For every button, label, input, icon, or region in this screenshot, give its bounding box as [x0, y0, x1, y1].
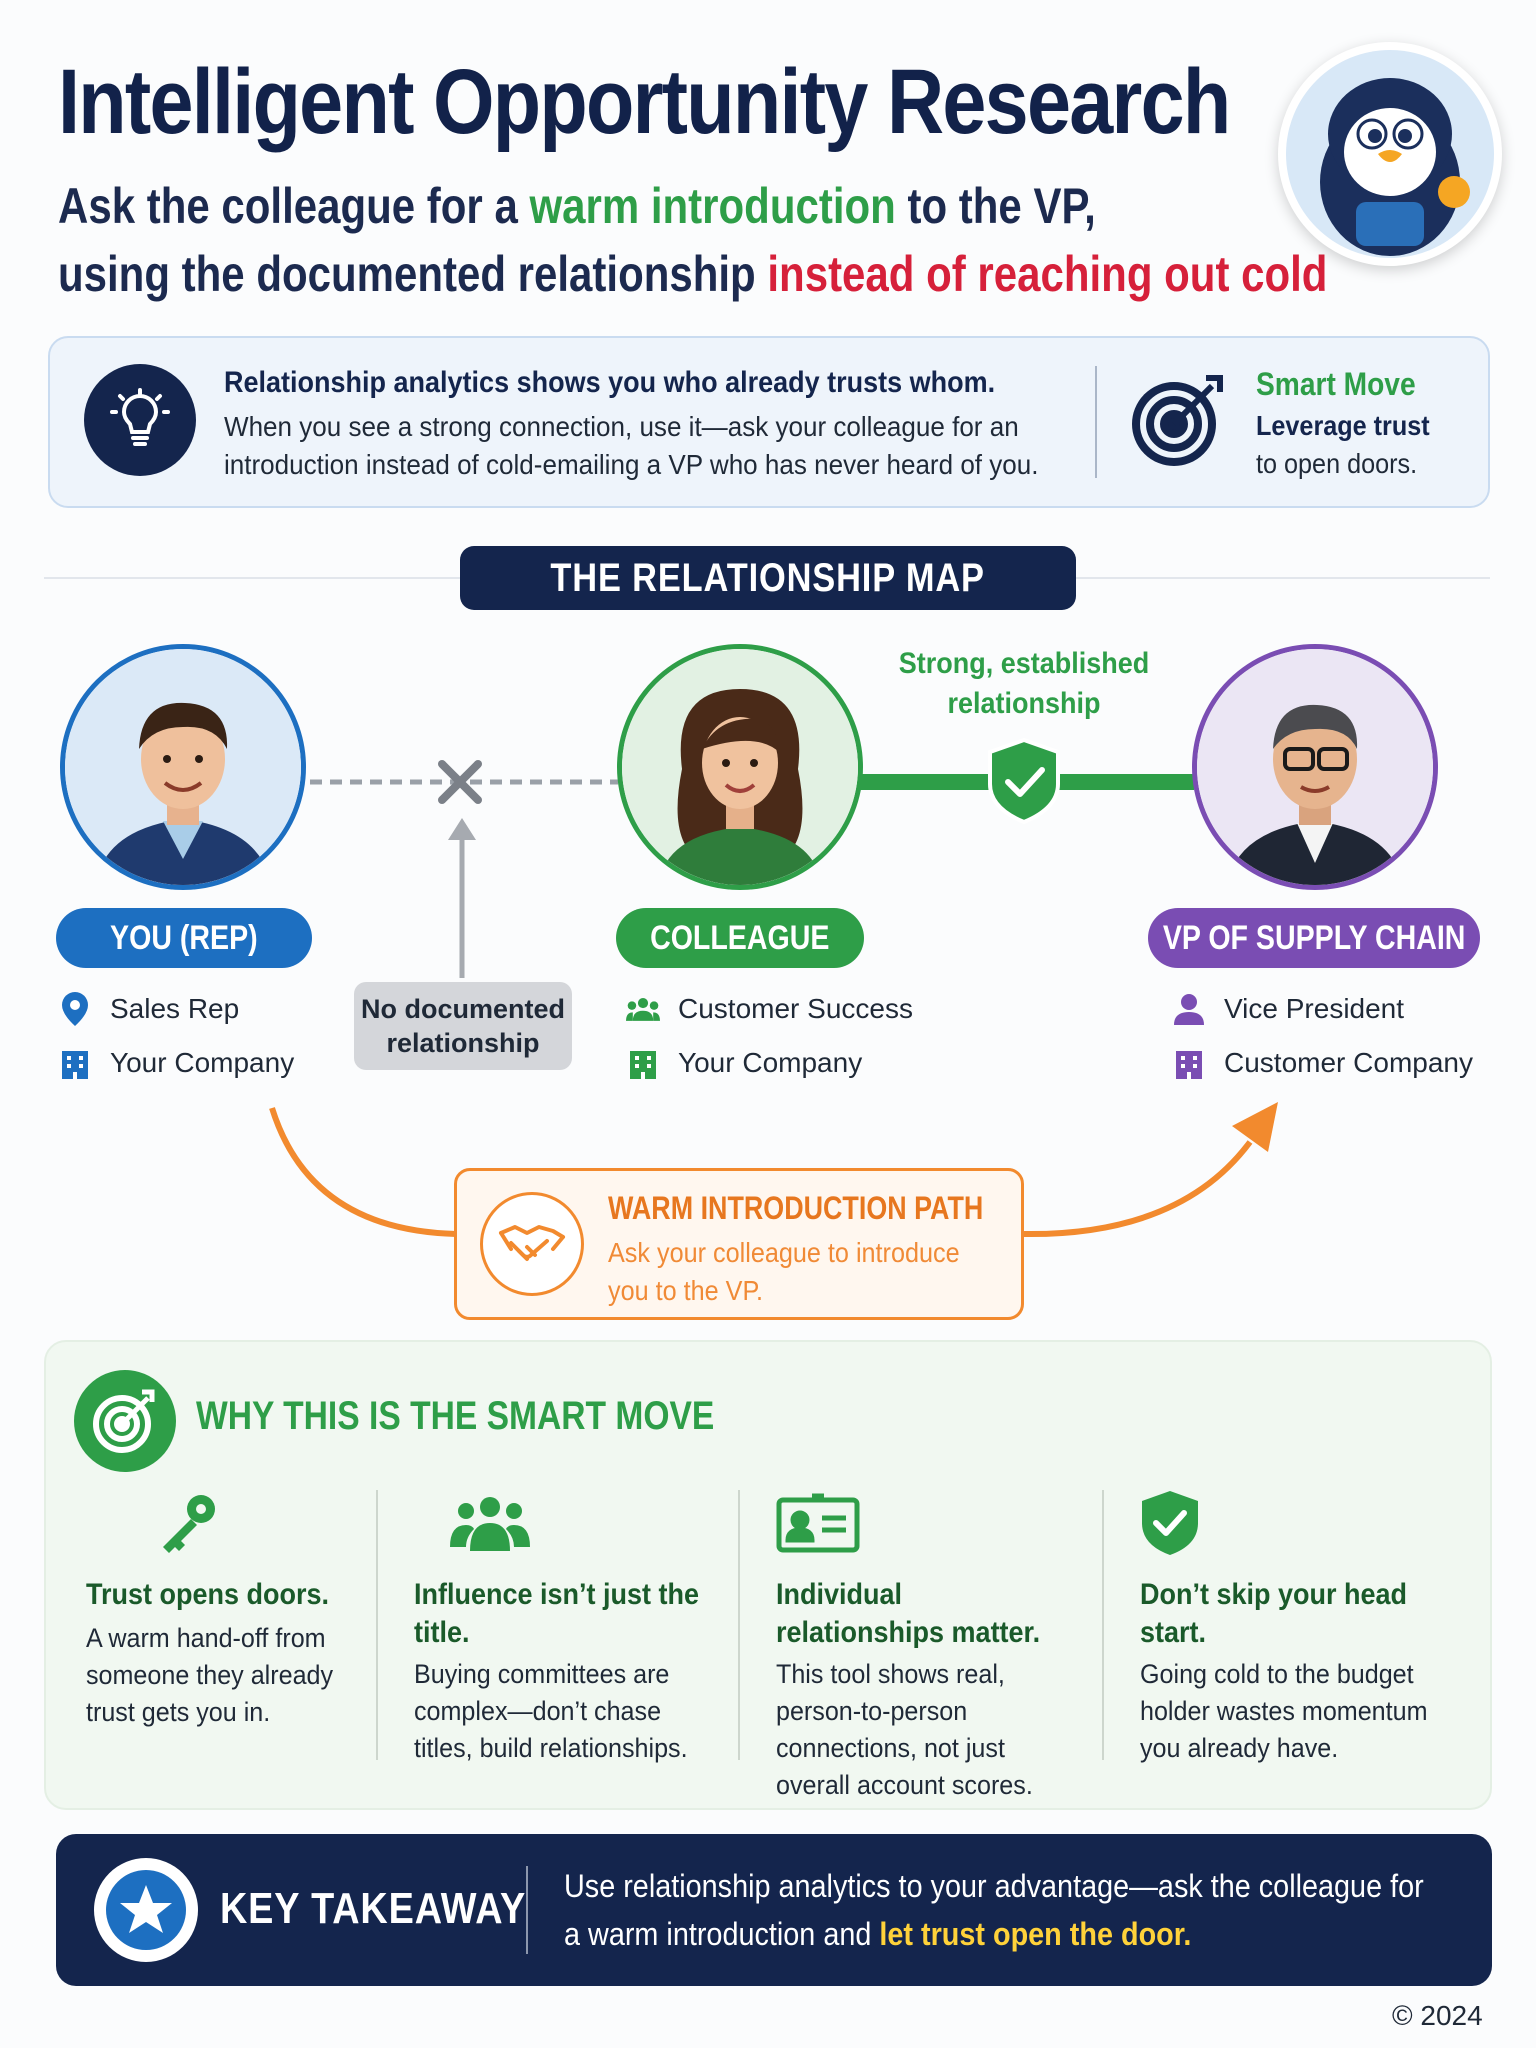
why-text: This tool shows real, person-to-person c…	[776, 1659, 1033, 1800]
detail-text: Vice President	[1224, 993, 1405, 1024]
x-mark-icon	[438, 760, 482, 804]
warm-path-left	[269, 1107, 457, 1237]
info-body: When you see a strong connection, use it…	[224, 411, 1039, 480]
takeaway-highlight: let trust open the door.	[879, 1916, 1192, 1952]
column-divider	[376, 1490, 378, 1760]
key-icon	[146, 1488, 230, 1558]
why-heading: Trust opens doors.	[86, 1578, 330, 1611]
building-icon	[58, 1046, 92, 1080]
why-text: Buying committees are complex—don’t chas…	[414, 1659, 688, 1763]
why-text: Going cold to the budget holder wastes m…	[1140, 1659, 1428, 1763]
avatar-you	[60, 644, 306, 890]
warm-path-right	[1023, 1140, 1253, 1238]
info-heading: Relationship analytics shows you who alr…	[224, 366, 996, 399]
divider	[1095, 366, 1097, 478]
why-title: WHY THIS IS THE SMART MOVE	[196, 1394, 715, 1438]
gray-arrow-head	[448, 818, 476, 840]
detail-row: Customer Success	[626, 992, 913, 1026]
detail-row: Your Company	[58, 1046, 294, 1080]
lightbulb-icon	[84, 364, 196, 476]
warm-path-arrowhead	[1232, 1102, 1278, 1152]
star-badge-icon	[94, 1858, 198, 1962]
warm-path-title: WARM INTRODUCTION PATH	[608, 1190, 984, 1226]
detail-row: Sales Rep	[58, 992, 239, 1026]
page-subtitle: Ask the colleague for a warm introductio…	[58, 172, 1327, 308]
subtitle-text: using the documented relationship	[58, 246, 768, 302]
avatar-colleague	[617, 644, 863, 890]
strong-relationship-label: Strong, established relationship	[898, 647, 1150, 720]
smart-move-bold: Leverage trust	[1256, 410, 1430, 441]
pill-vp: VP OF SUPPLY CHAIN	[1148, 908, 1480, 968]
why-heading: Influence isn’t just the title.	[414, 1578, 700, 1649]
detail-text: Sales Rep	[110, 993, 240, 1024]
people-icon	[448, 1488, 532, 1558]
why-panel	[44, 1340, 1492, 1810]
warm-path-body: Ask your colleague to introduce you to t…	[608, 1237, 960, 1306]
column-divider	[738, 1490, 740, 1760]
detail-text: Customer Success	[678, 993, 913, 1024]
section-title-relationship-map: THE RELATIONSHIP MAP	[460, 546, 1076, 610]
target-icon	[74, 1370, 176, 1472]
detail-row: Customer Company	[1172, 1046, 1473, 1080]
page-title: Intelligent Opportunity Research	[58, 51, 1231, 153]
shield-check-icon	[1128, 1488, 1212, 1558]
detail-row: Your Company	[626, 1046, 862, 1080]
subtitle-text: Ask the colleague for a	[58, 178, 530, 234]
subtitle-highlight-red: instead of reaching out cold	[767, 246, 1328, 302]
detail-text: Your Company	[678, 1047, 863, 1078]
person-icon	[1172, 992, 1206, 1026]
subtitle-text: to the VP,	[895, 178, 1096, 234]
target-icon	[1128, 370, 1228, 470]
pill-label: COLLEAGUE	[650, 918, 830, 957]
building-icon	[1172, 1046, 1206, 1080]
section-title-text: THE RELATIONSHIP MAP	[550, 555, 986, 600]
pill-label: VP OF SUPPLY CHAIN	[1162, 918, 1466, 957]
detail-row: Vice President	[1172, 992, 1404, 1026]
location-pin-icon	[58, 992, 92, 1026]
takeaway-text: Use relationship analytics to your advan…	[564, 1868, 1424, 1952]
key-takeaway-label: KEY TAKEAWAY	[220, 1884, 527, 1933]
penguin-mascot-icon	[1278, 42, 1502, 266]
shield-check-icon	[988, 737, 1060, 825]
info-panel	[48, 336, 1490, 508]
why-text: A warm hand-off from someone they alread…	[86, 1623, 334, 1727]
subtitle-highlight-green: warm introduction	[529, 178, 896, 234]
no-documented-relationship-badge: No documented relationship	[354, 982, 572, 1070]
building-icon	[626, 1046, 660, 1080]
key-takeaway-banner	[56, 1834, 1492, 1986]
avatar-vp	[1192, 644, 1438, 890]
column-divider	[1102, 1490, 1104, 1760]
id-card-icon	[776, 1488, 860, 1558]
detail-text: Customer Company	[1224, 1047, 1473, 1078]
why-heading: Don’t skip your head start.	[1140, 1578, 1408, 1649]
team-icon	[626, 992, 660, 1026]
pill-colleague: COLLEAGUE	[616, 908, 864, 968]
smart-move-text: to open doors.	[1256, 448, 1418, 479]
smart-move-title: Smart Move	[1256, 366, 1416, 402]
pill-you-rep: YOU (REP)	[56, 908, 312, 968]
copyright: © 2024	[1392, 2000, 1483, 2031]
key-takeaway-text: Use relationship analytics to your advan…	[564, 1862, 1428, 1958]
pill-label: YOU (REP)	[110, 918, 258, 957]
detail-text: Your Company	[110, 1047, 295, 1078]
why-heading: Individual relationships matter.	[776, 1578, 1041, 1649]
divider	[526, 1866, 528, 1954]
handshake-icon	[480, 1192, 584, 1296]
